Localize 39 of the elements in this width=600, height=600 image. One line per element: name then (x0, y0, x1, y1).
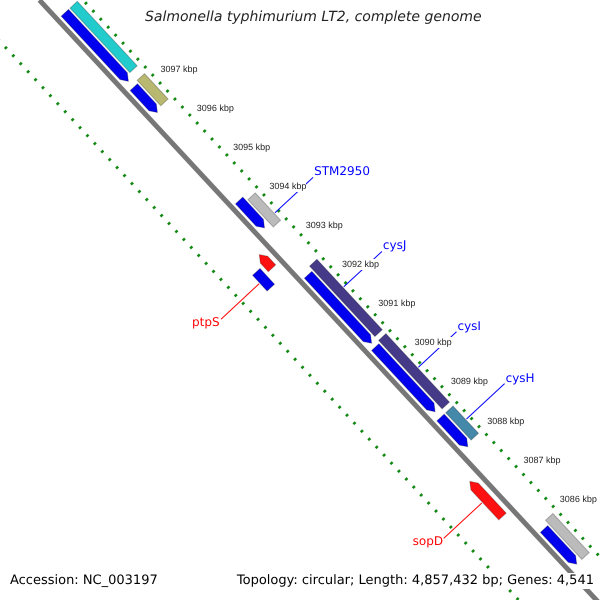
scale-label: 3096 kbp (196, 102, 234, 114)
gene-block (60, 8, 129, 82)
footer-text: Topology: circular; Length: 4,857,432 bp; Genes: 4,541 (234, 573, 596, 589)
gene-block (469, 480, 507, 521)
leader-line (466, 383, 506, 420)
gene-block (436, 413, 468, 448)
gene-block (258, 254, 276, 272)
scale-label: 3094 kbp (269, 180, 306, 192)
scale-label: 3088 kbp (487, 416, 524, 426)
scale-label: 3092 kbp (342, 259, 380, 270)
gene-block (540, 524, 578, 565)
scale-label: 3086 kbp (560, 494, 597, 504)
gene-label: ptpS (192, 315, 220, 330)
scale-label: 3089 kbp (450, 376, 488, 388)
map-title: Salmonella typhimurium LT2, complete genome (145, 9, 482, 26)
leader-line (220, 283, 260, 320)
gene-block (304, 270, 372, 344)
gene-block (252, 268, 276, 292)
scale-label: 3091 kbp (378, 298, 416, 309)
leader-line (443, 502, 482, 539)
scale-label: 3097 kbp (160, 64, 198, 74)
gene-block (247, 192, 282, 228)
gene-label: sopD (412, 534, 444, 549)
footer-text: Accession: NC_003197 (8, 573, 160, 589)
gene-block (378, 332, 450, 410)
gene-block (234, 196, 266, 229)
gene-block (544, 512, 590, 560)
scale-label: 3093 kbp (306, 220, 343, 231)
gene-block (130, 83, 158, 114)
gene-label: cysJ (382, 238, 406, 253)
scale-label: 3087 kbp (524, 454, 561, 466)
gene-label: STM2950 (314, 164, 370, 179)
gene-label: cysI (457, 318, 481, 334)
scale-label: 3090 kbp (414, 337, 452, 348)
gene-label: cysH (506, 370, 535, 385)
gene-block (136, 72, 169, 106)
gene-block (69, 0, 138, 74)
scale-label: 3095 kbp (233, 142, 270, 153)
gene-block (445, 405, 480, 441)
